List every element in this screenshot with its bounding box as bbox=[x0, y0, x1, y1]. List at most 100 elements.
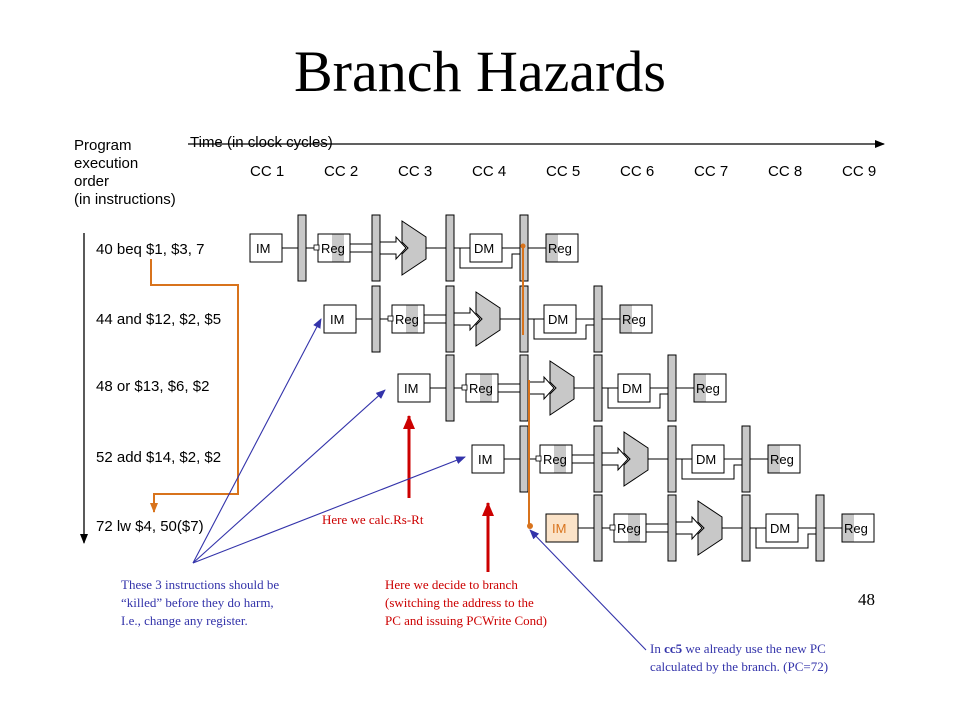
reg-write-shade bbox=[768, 445, 780, 473]
dm-box bbox=[469, 233, 503, 263]
alu-shape bbox=[401, 220, 427, 276]
ex-mem-register bbox=[445, 214, 455, 282]
alu-input-arrow bbox=[379, 235, 407, 261]
bypass-line bbox=[607, 388, 668, 409]
instruction-beq: 40 beq $1, $3, 7 bbox=[96, 241, 205, 258]
cc-label-6: CC 6 bbox=[620, 163, 655, 180]
instruction-add: 52 add $14, $2, $2 bbox=[96, 449, 222, 466]
dm-label: DM bbox=[696, 452, 716, 467]
if-id-register bbox=[371, 285, 381, 353]
im-box bbox=[249, 233, 283, 263]
id-ex-register bbox=[519, 354, 529, 422]
cc5-note-line-1: In cc5 we already use the new PC bbox=[650, 640, 828, 658]
page-number: 48 bbox=[858, 590, 875, 609]
alu-input-arrow bbox=[675, 515, 703, 541]
dm-label: DM bbox=[770, 521, 790, 536]
dm-label: DM bbox=[474, 241, 494, 256]
if-id-register bbox=[593, 494, 603, 562]
im-label: IM bbox=[404, 381, 418, 396]
if-id-register bbox=[445, 354, 455, 422]
cc5-note-bold: cc5 bbox=[664, 641, 683, 656]
calc-note: Here we calc.Rs-Rt bbox=[322, 512, 424, 527]
reg-read-label: Reg bbox=[469, 381, 493, 396]
alu-input-arrow bbox=[527, 375, 555, 401]
program-order-line-2: execution bbox=[74, 155, 139, 172]
reg-read-label: Reg bbox=[617, 521, 641, 536]
if-id-register bbox=[519, 425, 529, 493]
instruction-lw: 72 lw $4, 50($7) bbox=[96, 518, 204, 535]
reg-port bbox=[461, 384, 468, 391]
mem-wb-register bbox=[815, 494, 825, 562]
killed-arrow-2 bbox=[192, 389, 386, 564]
im-label: IM bbox=[256, 241, 270, 256]
im-box bbox=[545, 513, 579, 543]
bypass-line bbox=[459, 248, 520, 269]
decide-note: Here we decide to branch (switching the … bbox=[385, 576, 547, 630]
cc-label-9: CC 9 bbox=[842, 163, 877, 180]
cc5-note-line-2: calculated by the branch. (PC=72) bbox=[650, 659, 829, 674]
time-axis-label: Time (in clock cycles) bbox=[190, 134, 333, 151]
im-label: IM bbox=[552, 521, 566, 536]
reg-read-shade bbox=[332, 234, 344, 262]
cc5-note-rest: we already use the new PC bbox=[682, 641, 826, 656]
killed-note: These 3 instructions should be “killed” … bbox=[121, 576, 279, 630]
new-pc-arrow bbox=[529, 529, 647, 651]
id-ex-register bbox=[445, 285, 455, 353]
reg-write-shade bbox=[620, 305, 632, 333]
alu-input-arrow bbox=[601, 446, 629, 472]
bypass-line bbox=[533, 319, 594, 340]
reg-write-shade bbox=[694, 374, 706, 402]
reg-port bbox=[535, 455, 542, 462]
ex-mem-register bbox=[667, 425, 677, 493]
slide-title: Branch Hazards bbox=[294, 39, 666, 104]
instruction-or: 48 or $13, $6, $2 bbox=[96, 378, 210, 395]
reg-port bbox=[387, 315, 394, 322]
mem-wb-register bbox=[593, 285, 603, 353]
reg-read-label: Reg bbox=[543, 452, 567, 467]
killed-arrow-1 bbox=[192, 318, 322, 564]
reg-read-shade bbox=[628, 514, 640, 542]
id-ex-register bbox=[593, 425, 603, 493]
alu-shape bbox=[475, 291, 501, 347]
cc-label-1: CC 1 bbox=[250, 163, 285, 180]
im-box bbox=[397, 373, 431, 403]
ex-mem-register bbox=[741, 494, 751, 562]
im-label: IM bbox=[330, 312, 344, 327]
killed-note-line-1: These 3 instructions should be bbox=[121, 577, 280, 592]
cc-label-4: CC 4 bbox=[472, 163, 507, 180]
program-order-line-1: Program bbox=[74, 137, 132, 154]
cc-label-2: CC 2 bbox=[324, 163, 359, 180]
cc-label-7: CC 7 bbox=[694, 163, 729, 180]
cc-label-5: CC 5 bbox=[546, 163, 581, 180]
reg-write-outline bbox=[619, 304, 653, 334]
reg-write-label: Reg bbox=[548, 241, 572, 256]
reg-read-shade bbox=[480, 374, 492, 402]
id-ex-register bbox=[371, 214, 381, 282]
program-order-line-4: (in instructions) bbox=[74, 191, 176, 208]
mem-wb-register bbox=[667, 354, 677, 422]
killed-note-line-3: I.e., change any register. bbox=[121, 613, 248, 628]
reg-read-label: Reg bbox=[395, 312, 419, 327]
cc-label-8: CC 8 bbox=[768, 163, 803, 180]
program-order-label: Program execution order (in instructions… bbox=[74, 137, 176, 209]
decide-note-line-2: (switching the address to the bbox=[385, 595, 534, 610]
branch-target-arrow bbox=[150, 259, 239, 513]
alu-shape bbox=[549, 360, 575, 416]
reg-write-label: Reg bbox=[770, 452, 794, 467]
reg-write-outline bbox=[841, 513, 875, 543]
dm-box bbox=[691, 444, 725, 474]
im-box bbox=[323, 304, 357, 334]
reg-write-outline bbox=[545, 233, 579, 263]
cc5-note-prefix: In bbox=[650, 641, 665, 656]
reg-write-label: Reg bbox=[844, 521, 868, 536]
instruction-and: 44 and $12, $2, $5 bbox=[96, 311, 222, 328]
decide-note-line-3: PC and issuing PCWrite Cond) bbox=[385, 613, 547, 628]
reg-write-label: Reg bbox=[696, 381, 720, 396]
cc5-note: In cc5 we already use the new PC calcula… bbox=[650, 640, 828, 676]
bypass-line bbox=[681, 459, 742, 480]
cc-label-3: CC 3 bbox=[398, 163, 433, 180]
reg-read-shade bbox=[406, 305, 418, 333]
reg-read-shade bbox=[554, 445, 566, 473]
